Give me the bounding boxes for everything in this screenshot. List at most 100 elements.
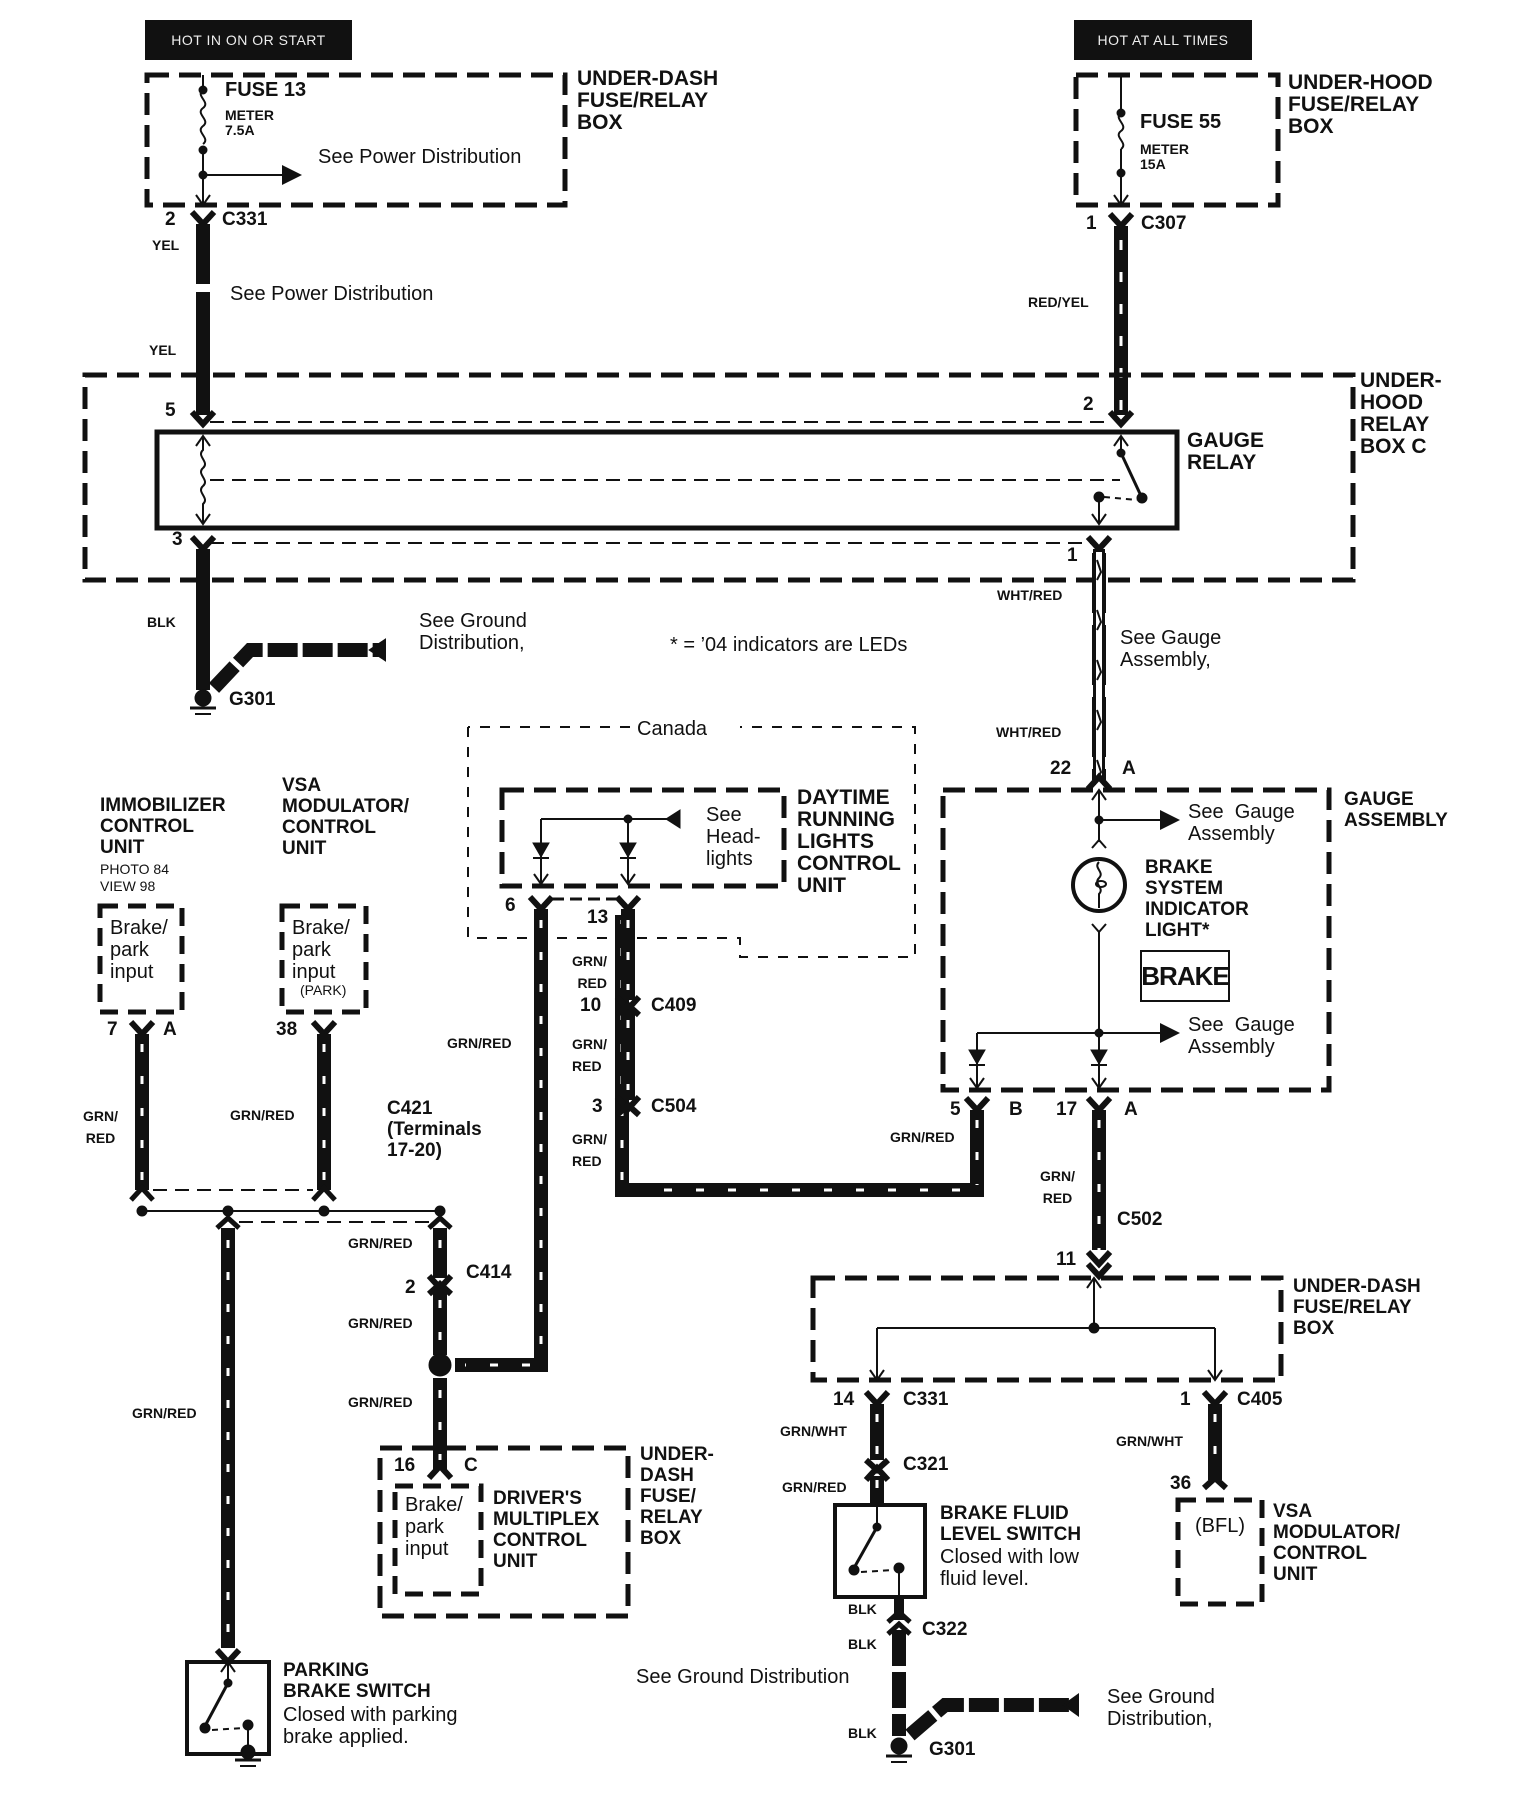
drivers-mux-outline	[377, 1445, 631, 1619]
immobilizer-input-box	[97, 903, 185, 1015]
connector-c321: C321	[903, 1454, 949, 1475]
ground-g301-bottom-label: G301	[929, 1739, 976, 1760]
pin-10-c409: 10	[580, 995, 602, 1016]
immobilizer-input-label: Brake/ park input	[110, 917, 168, 983]
connector-c504: C504	[651, 1096, 697, 1117]
wire-label-grn-red-c414b: GRN/RED	[348, 1315, 413, 1331]
underhood-fuse-box-label: UNDER-HOOD FUSE/RELAY BOX	[1288, 71, 1433, 138]
ground-g301-top-label: G301	[229, 689, 276, 710]
pin-16-side: C	[464, 1455, 478, 1476]
vsa-bottom-label: VSA MODULATOR/ CONTROL UNIT	[1273, 1501, 1401, 1585]
gauge-relay-label: GAUGE RELAY	[1187, 429, 1265, 474]
pin-7-side: A	[163, 1019, 177, 1040]
see-gauge-assembly-bottom: See Gauge Assembly	[1188, 1014, 1295, 1058]
pin-14-c331: 14	[833, 1389, 855, 1410]
wire-label-grn-red-pbs: GRN/RED	[132, 1405, 197, 1421]
connector-c502: C502	[1117, 1209, 1163, 1230]
gauge-assembly-outline	[940, 787, 1332, 1093]
fuse-13-label: FUSE 13	[225, 79, 307, 101]
led-footnote: * = ’04 indicators are LEDs	[670, 634, 908, 656]
wire-label-yel-1: YEL	[152, 237, 180, 253]
vsa-bottom-input-box	[1175, 1497, 1265, 1607]
pin-5-side: B	[1009, 1099, 1023, 1120]
see-gauge-assembly-wire-note: See Gauge Assembly,	[1120, 627, 1222, 671]
pin-6-drl: 6	[505, 895, 516, 916]
see-headlights-note: See Head- lights	[706, 804, 761, 870]
drl-unit-outline	[499, 787, 787, 889]
connector-c331-top: C331	[222, 209, 268, 230]
hot-in-on-or-start-label: HOT IN ON OR START	[145, 20, 352, 60]
underdash-fuse-box-bottom-label: UNDER-DASH FUSE/RELAY BOX	[1293, 1276, 1421, 1339]
brake-fluid-switch-box	[833, 1503, 927, 1599]
pin-1-relay: 1	[1067, 545, 1078, 566]
pin-5-relay: 5	[165, 400, 176, 421]
wire-label-grn-red-gauge5: GRN/RED	[890, 1129, 955, 1145]
connector-c331-bottom: C331	[903, 1389, 949, 1410]
pin-16-mux: 16	[394, 1455, 416, 1476]
wire-label-grn-red-drl6: GRN/RED	[447, 1035, 512, 1051]
pin-22-gauge: 22	[1050, 758, 1072, 779]
pin-2-c414: 2	[405, 1277, 416, 1298]
wire-label-grn-red-drl13: GRN/ RED	[572, 953, 607, 991]
immobilizer-ref: PHOTO 84 VIEW 98	[100, 861, 169, 894]
wire-label-grn-wht-1: GRN/WHT	[780, 1423, 847, 1439]
ground-g301-top	[194, 689, 212, 707]
relay-box-c-label: UNDER- HOOD RELAY BOX C	[1360, 369, 1442, 458]
vsa-top-input-sub: (PARK)	[300, 982, 347, 998]
vsa-top-label: VSA MODULATOR/ CONTROL UNIT	[282, 775, 410, 859]
pin-2-c331: 2	[165, 209, 176, 230]
wire-label-yel-2: YEL	[149, 342, 177, 358]
connector-c414: C414	[466, 1262, 512, 1283]
wire-label-wht-red-2: WHT/RED	[996, 724, 1062, 740]
pin-3-relay: 3	[172, 529, 183, 550]
wire-label-grn-red-bfl: GRN/RED	[782, 1479, 847, 1495]
fuse-55-desc: METER 15A	[1140, 141, 1189, 172]
wire-label-blk-top: BLK	[147, 614, 176, 630]
wire-label-grn-red-immo: GRN/ RED	[83, 1108, 118, 1146]
underdash-fuse-box-top-label: UNDER-DASH FUSE/RELAY BOX	[577, 67, 719, 134]
underdash-fuse-box-bottom-outline	[810, 1275, 1284, 1383]
fuse-55-label: FUSE 55	[1140, 111, 1222, 133]
wire-label-grn-red-c504: GRN/ RED	[572, 1131, 607, 1169]
brake-fluid-switch-label: BRAKE FLUID LEVEL SWITCH	[940, 1503, 1082, 1545]
connector-c409: C409	[651, 995, 697, 1016]
parking-brake-switch-desc: Closed with parking brake applied.	[283, 1704, 458, 1748]
gauge-relay-outline	[154, 429, 1180, 531]
pin-13-drl: 13	[587, 907, 609, 928]
pin-5-gauge: 5	[950, 1099, 961, 1120]
pin-1-c307: 1	[1086, 213, 1097, 234]
wire-label-wht-red-1: WHT/RED	[997, 587, 1063, 603]
see-ground-distribution-mid: See Ground Distribution	[636, 1666, 850, 1688]
pin-36-vsa: 36	[1170, 1473, 1192, 1494]
drl-unit-label: DAYTIME RUNNING LIGHTS CONTROL UNIT	[797, 786, 901, 897]
fuse-13-desc: METER 7.5A	[225, 107, 274, 138]
pin-11-c502: 11	[1056, 1249, 1077, 1270]
connector-c405: C405	[1237, 1389, 1283, 1410]
vsa-top-input-label: Brake/ park input	[292, 917, 350, 983]
drivers-mux-input-box	[392, 1483, 484, 1597]
wire-label-blk-bfl-2: BLK	[848, 1636, 877, 1652]
see-power-distribution-note: See Power Distribution	[318, 146, 522, 168]
brake-indicator-label: BRAKE SYSTEM INDICATOR LIGHT*	[1145, 857, 1249, 941]
underdash-fuse-box-top-outline	[144, 72, 568, 208]
gauge-assembly-label: GAUGE ASSEMBLY	[1344, 789, 1448, 831]
pin-38-vsa: 38	[276, 1019, 298, 1040]
see-ground-distribution-bottom: See Ground Distribution,	[1107, 1686, 1215, 1730]
brake-indicator-badge: BRAKE	[1140, 950, 1230, 1002]
fuse-13-symbol	[199, 89, 207, 145]
wire-label-blk-bfl-3: BLK	[848, 1725, 877, 1741]
pin-17-side: A	[1124, 1099, 1138, 1120]
wire-label-grn-red-gauge17: GRN/ RED	[1040, 1168, 1075, 1206]
brake-indicator-bulb	[1071, 857, 1127, 913]
connector-c322: C322	[922, 1619, 968, 1640]
connector-c421-label: C421 (Terminals 17-20)	[387, 1098, 482, 1161]
pin-22-side: A	[1122, 758, 1136, 779]
drivers-mux-box-label: UNDER- DASH FUSE/ RELAY BOX	[640, 1444, 714, 1549]
immobilizer-label: IMMOBILIZER CONTROL UNIT	[100, 795, 226, 858]
brake-fluid-switch-desc: Closed with low fluid level.	[940, 1546, 1079, 1590]
pin-7-immobilizer: 7	[107, 1019, 118, 1040]
see-gauge-assembly-top: See Gauge Assembly	[1188, 801, 1295, 845]
see-ground-distribution-top: See Ground Distribution,	[419, 610, 527, 654]
drivers-mux-label: DRIVER'S MULTIPLEX CONTROL UNIT	[493, 1488, 600, 1572]
